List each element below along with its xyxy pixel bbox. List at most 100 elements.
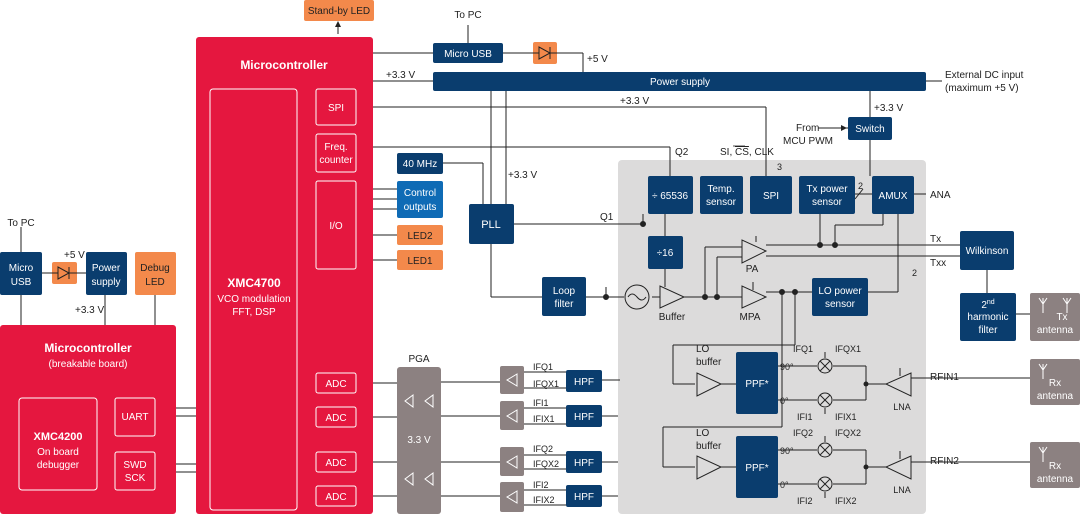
rx-antenna-2-label-1: Rx xyxy=(1049,461,1061,472)
loop-filter-label-1: Loop xyxy=(553,286,576,297)
mhz40-label: 40 MHz xyxy=(403,159,437,170)
spi-port xyxy=(315,88,357,126)
ifqx2-chip-label: IFQX2 xyxy=(835,428,861,438)
svg-text:IFQX2: IFQX2 xyxy=(533,459,559,469)
lna-2-icon xyxy=(884,455,912,480)
ifq1-chip-label: IFQ1 xyxy=(793,344,813,354)
ifi2-chip-label: IFI2 xyxy=(797,496,813,506)
micro-usb-top-block xyxy=(433,43,503,63)
micro-usb-left-label-1: Micro xyxy=(9,263,34,274)
ifqx1-chip-label: IFQX1 xyxy=(835,344,861,354)
freq-counter-port xyxy=(315,133,357,173)
wilkinson-label: Wilkinson xyxy=(966,246,1009,257)
if-buffer-2 xyxy=(500,401,524,430)
lo-buffer-1-icon xyxy=(696,372,723,397)
switch-block xyxy=(848,117,892,140)
ana-label: ANA xyxy=(930,190,951,201)
tx-power-sensor-block xyxy=(799,176,855,214)
lna-2-label: LNA xyxy=(893,485,911,495)
xmc4700-desc-1: VCO modulation xyxy=(217,294,290,305)
tx-label: Tx xyxy=(930,234,941,245)
breakable-mcu-title: Microcontroller xyxy=(44,341,132,355)
io-port-label: I/O xyxy=(329,221,343,232)
lo-buffer-2-icon xyxy=(696,455,723,480)
spi-bus-width: 3 xyxy=(777,162,782,172)
xmc4700-core xyxy=(209,88,298,511)
adc-port-1 xyxy=(315,372,357,394)
uart-label: UART xyxy=(121,412,148,423)
lo-power-sensor-label-1: LO power xyxy=(818,286,862,297)
mcu-pwm-label: MCU PWM xyxy=(783,136,833,147)
xmc4200-desc-2: debugger xyxy=(37,460,80,471)
micro-usb-left-label-2: USB xyxy=(11,277,32,288)
pll-block xyxy=(469,204,514,244)
harmonic-filter-label-1: harmonic xyxy=(967,312,1008,323)
power-supply-left-block xyxy=(86,252,127,295)
amux-bus-width: 2 xyxy=(858,181,863,191)
hpf-4 xyxy=(566,485,602,507)
ppf-1-label: PPF* xyxy=(745,379,768,390)
deg90-1-label: 90° xyxy=(780,362,794,372)
from-mcu-label: From xyxy=(796,123,819,134)
rx-antenna-2-block: Rx antenna xyxy=(1030,442,1080,488)
pa-label: PA xyxy=(746,264,759,275)
amux-block xyxy=(872,176,914,214)
radar-chip-area xyxy=(618,160,926,514)
mixer-2-icons xyxy=(817,442,833,492)
temp-sensor-block xyxy=(700,176,743,214)
if-buffers xyxy=(500,366,524,512)
plus3v3-left-label: +3.3 V xyxy=(75,305,105,316)
swd-port xyxy=(114,451,156,491)
svg-text:IFI1: IFI1 xyxy=(533,398,549,408)
q1-label: Q1 xyxy=(600,212,614,223)
mpa-label: MPA xyxy=(740,312,761,323)
rx-antenna-1-label-2: antenna xyxy=(1037,391,1074,402)
xmc4200-desc-1: On board xyxy=(37,447,79,458)
plus3v3-switch-label: +3.3 V xyxy=(874,103,904,114)
wilkinson-block xyxy=(960,231,1014,270)
swd-label-1: SWD xyxy=(123,460,146,471)
ppf-2-block xyxy=(736,436,778,498)
adc-port-2 xyxy=(315,406,357,428)
adc-port-3-label: ADC xyxy=(325,458,346,469)
tx-power-sensor-label-2: sensor xyxy=(812,197,843,208)
to-pc-label-top: To PC xyxy=(454,10,481,21)
buffer-amp-icon xyxy=(659,285,686,309)
power-supply-label: Power supply xyxy=(650,77,710,88)
ifq2-chip-label: IFQ2 xyxy=(793,428,813,438)
ifix1-chip-label: IFIX1 xyxy=(835,412,857,422)
svg-text:HPF: HPF xyxy=(574,412,594,423)
hpf-3 xyxy=(566,451,602,473)
deg0-1-label: 0° xyxy=(780,396,789,406)
harmonic-filter-label-2: filter xyxy=(979,325,999,336)
io-port xyxy=(315,180,357,270)
plus5v-left-label: +5 V xyxy=(64,250,85,261)
temp-sensor-label-1: Temp. xyxy=(707,184,734,195)
led1-block xyxy=(397,250,443,270)
standby-led-label: Stand-by LED xyxy=(308,6,370,17)
adc-port-1-label: ADC xyxy=(325,379,346,390)
loop-filter-block xyxy=(542,277,586,316)
main-mcu-title: Microcontroller xyxy=(240,58,328,72)
harmonic-filter-label-0: 2nd xyxy=(981,299,994,311)
if-buffer-3 xyxy=(500,447,524,476)
div16-block xyxy=(648,236,683,269)
lo-buffer-2-label-1: LO xyxy=(696,428,710,439)
led1-label: LED1 xyxy=(407,256,432,267)
control-outputs-label-2: outputs xyxy=(404,202,437,213)
xmc4700-label: XMC4700 xyxy=(227,276,281,290)
svg-text:HPF: HPF xyxy=(574,377,594,388)
plus3v3-top-label: +3.3 V xyxy=(386,70,416,81)
mixer-1-icons xyxy=(817,358,833,408)
pga-label: PGA xyxy=(408,354,429,365)
svg-text:IFIX2: IFIX2 xyxy=(533,495,555,505)
hpf-blocks: HPF HPF HPF HPF xyxy=(566,370,602,507)
loop-filter-label-2: filter xyxy=(555,299,575,310)
pga-amp-icons xyxy=(404,394,434,486)
led2-block xyxy=(397,225,443,245)
external-dc-max-label: (maximum +5 V) xyxy=(945,83,1019,94)
spi-port-label: SPI xyxy=(328,103,344,114)
lo-buffer-2-label-2: buffer xyxy=(696,441,722,452)
div16-label: ÷16 xyxy=(657,248,674,259)
